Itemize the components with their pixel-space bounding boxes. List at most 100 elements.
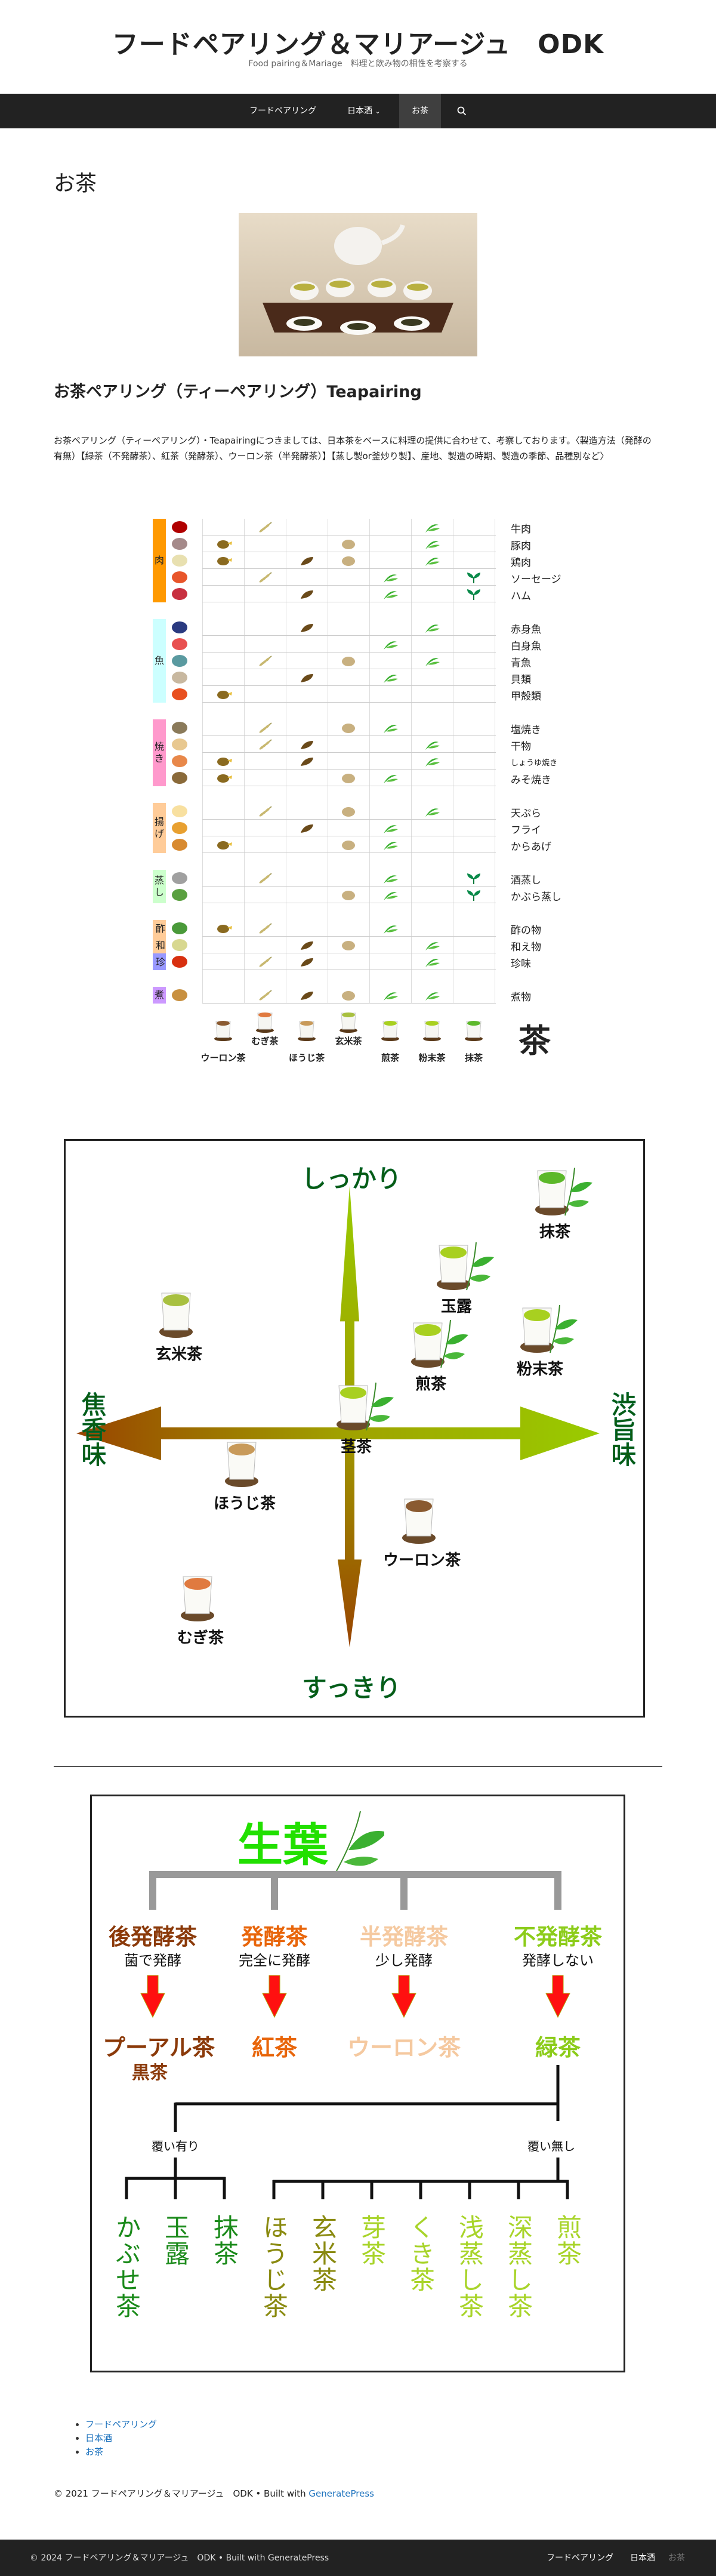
grid-line (244, 535, 245, 552)
food-icon (172, 588, 187, 600)
food-name: 牛肉 (511, 524, 531, 535)
grid-line (202, 735, 496, 736)
site-title[interactable]: フードペアリング＆マリアージュ ODK (112, 29, 604, 60)
grid-line (369, 586, 370, 602)
grid-line (244, 836, 245, 853)
grid-line (244, 636, 245, 653)
food-icon (172, 655, 187, 667)
group-label-cell (153, 920, 166, 937)
footer-nav-tea[interactable]: お茶 (668, 2553, 685, 2563)
tea-label: 粉末茶 (516, 1361, 564, 1378)
food-icon (172, 956, 187, 968)
footer-nav-sake[interactable]: 日本酒 (630, 2553, 655, 2563)
grid-line (202, 987, 203, 1004)
grid-line (411, 586, 412, 602)
footer-link-food-pairing[interactable]: フードペアリング (85, 2419, 158, 2430)
food-name: しょうゆ焼き (511, 759, 558, 768)
tea-label: 玄米茶 (155, 1346, 203, 1364)
grid-line (244, 887, 245, 903)
grid-line (369, 619, 370, 636)
tea-mark-6 (425, 524, 440, 533)
tea-label: 茎茶 (340, 1438, 372, 1456)
food-icon (172, 571, 187, 583)
grid-line (411, 703, 412, 719)
down-arrow-icon (391, 1975, 416, 2018)
group-label: 蒸し (153, 870, 166, 903)
tea-mark-3 (301, 824, 313, 833)
grid-line (244, 903, 245, 920)
footer-link-sake[interactable]: 日本酒 (85, 2433, 113, 2443)
table-row: ソーセージ (153, 569, 561, 586)
tea-mark-1 (217, 774, 232, 783)
tea-cup-icon (159, 1292, 193, 1338)
table-row: 甲殻類 (153, 686, 547, 703)
tea-mark-1 (217, 841, 232, 850)
food-icon (172, 822, 187, 834)
grid-line (244, 586, 245, 602)
grid-line (369, 535, 370, 552)
nav-item-sake[interactable]: 日本酒 ⌄ (339, 94, 389, 128)
tea-cup-icon (340, 1012, 357, 1033)
tea-mark-4 (342, 991, 355, 1001)
branch-label-covered: 覆い有り (152, 2139, 199, 2153)
tea-mark-7 (467, 873, 480, 884)
tea-type: 煎茶 (553, 2214, 582, 2267)
food-icon (172, 989, 187, 1001)
grid-line (202, 685, 496, 686)
spacer-row (153, 786, 547, 803)
food-name: 天ぷら (511, 808, 541, 820)
grid-line (202, 568, 496, 569)
food-name: からあげ (511, 841, 551, 853)
tea-type: くき茶 (406, 2214, 436, 2293)
grid-line (244, 619, 245, 636)
grid-line (202, 752, 496, 753)
grid-line (411, 753, 412, 770)
tea-mark-3 (301, 624, 313, 632)
grid-line (202, 552, 203, 569)
grid-line (369, 920, 370, 937)
footer-copyright: © 2024 フードペアリング＆マリアージュ ODK • Built with … (30, 2553, 329, 2563)
grid-line (411, 770, 412, 786)
grid-line (411, 719, 412, 736)
tea-mark-6 (425, 992, 440, 1001)
tea-mark-2 (259, 655, 272, 666)
table-row: 和え物 (153, 937, 547, 953)
food-icon (172, 755, 187, 767)
tea-type: 深蒸し茶 (504, 2214, 533, 2319)
grid-line (244, 719, 245, 736)
grid-line (244, 786, 245, 803)
footer-nav-food-pairing[interactable]: フードペアリング (547, 2553, 613, 2563)
site-tagline: Food pairing＆Mariage 料理と飲み物の相性を考察する (248, 59, 468, 69)
table-row: 赤身魚 (153, 619, 547, 636)
grid-line (244, 920, 245, 937)
grid-line (202, 619, 203, 636)
grid-line (202, 769, 496, 770)
tea-mark-2 (259, 923, 272, 934)
tea-type: 玉露 (161, 2214, 190, 2267)
page-title: お茶 (54, 171, 97, 196)
grid-line (369, 669, 370, 686)
generatepress-link[interactable]: GeneratePress (308, 2488, 374, 2499)
grid-line (411, 870, 412, 887)
food-name: 甲殻類 (511, 691, 541, 703)
spacer-row (153, 602, 547, 619)
grid-line (202, 686, 203, 703)
grid-line (369, 686, 370, 703)
tea-mark-3 (301, 941, 313, 950)
nav-item-food-pairing[interactable]: フードペアリング (241, 94, 325, 128)
table-row: 青魚 (153, 653, 547, 669)
grid-line (369, 736, 370, 753)
food-icon (172, 738, 187, 750)
spacer-row (153, 703, 547, 719)
grid-line (202, 652, 496, 653)
grid-line (369, 719, 370, 736)
tea-mark-6 (425, 658, 440, 666)
nav-item-tea[interactable]: お茶 (399, 94, 441, 128)
footer-link-tea[interactable]: お茶 (85, 2446, 104, 2457)
grid-line (369, 903, 370, 920)
nav-label: お茶 (412, 106, 428, 116)
footer-menu-item: お茶 (85, 2445, 157, 2459)
grid-line (244, 753, 245, 770)
search-button[interactable] (449, 94, 475, 128)
tea-type: ほうじ茶 (259, 2214, 289, 2319)
